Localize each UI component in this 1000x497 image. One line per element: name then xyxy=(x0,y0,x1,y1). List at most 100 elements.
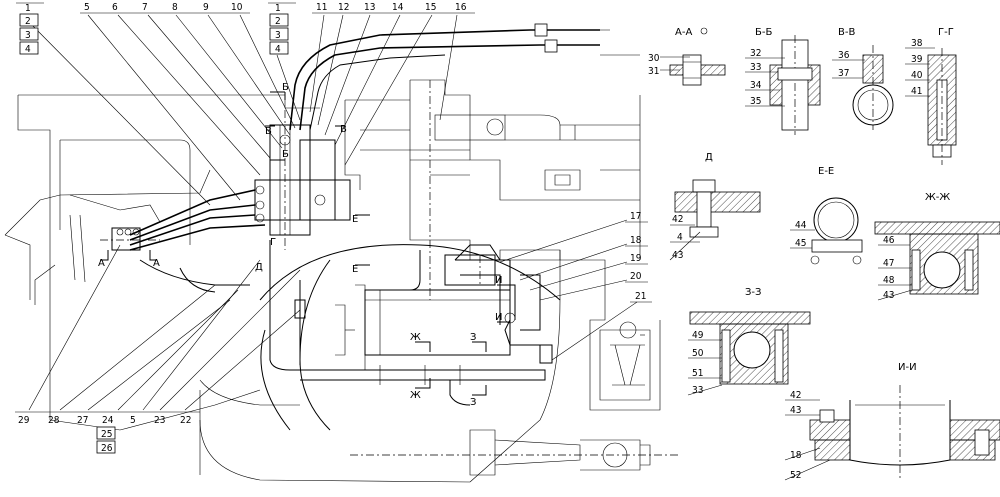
mark-i2: И xyxy=(495,312,502,323)
section-zhzh: Ж-Ж 46 47 48 43 xyxy=(874,192,1000,301)
section-gg-title: Г-Г xyxy=(938,27,954,38)
section-gg-label-41: 41 xyxy=(911,86,922,97)
section-vv-label-37: 37 xyxy=(838,68,849,79)
callout-24: 24 xyxy=(102,415,114,426)
section-d: Д 42 4 43 xyxy=(669,152,761,261)
callout-18: 18 xyxy=(630,235,642,246)
callout-28: 28 xyxy=(48,415,60,426)
section-d-label-42: 42 xyxy=(672,214,683,225)
callout-5b: 5 xyxy=(130,415,136,426)
section-zhzh-label-43b: 43 xyxy=(883,290,894,301)
section-ii-title: И-И xyxy=(898,362,917,373)
callout-9: 9 xyxy=(203,2,209,13)
callout-1b: 1 xyxy=(275,3,281,14)
callouts-right: 17 18 19 20 21 xyxy=(625,211,652,303)
callout-3b: 3 xyxy=(275,30,281,41)
section-vv: В-В 36 37 xyxy=(832,27,894,130)
mark-b2: Б xyxy=(282,149,289,160)
mark-a2: А xyxy=(153,258,160,269)
section-ee-label-45: 45 xyxy=(795,238,806,249)
section-bb-label-33: 33 xyxy=(750,62,761,73)
mark-zh1: Ж xyxy=(410,332,421,343)
section-zhzh-label-47: 47 xyxy=(883,258,894,269)
callout-10: 10 xyxy=(231,2,243,13)
section-d-label-43: 43 xyxy=(672,250,683,261)
callout-14: 14 xyxy=(392,2,404,13)
section-ii: И-И 42 43 18 52 xyxy=(784,362,1000,481)
callout-21: 21 xyxy=(635,291,646,302)
section-gg-label-40: 40 xyxy=(911,70,923,81)
section-aa: А-А 30 31 xyxy=(648,27,726,86)
section-ii-label-52: 52 xyxy=(790,470,801,481)
mark-zh2: Ж xyxy=(410,390,421,401)
section-d-title: Д xyxy=(705,152,713,163)
section-bb-label-35: 35 xyxy=(750,96,761,107)
section-bb-label-34: 34 xyxy=(750,80,762,91)
section-zz-label-50: 50 xyxy=(692,348,704,359)
section-bb-label-32: 32 xyxy=(750,48,761,59)
section-zz-label-33b: 33 xyxy=(692,385,703,396)
callout-2b: 2 xyxy=(275,16,281,27)
callout-26: 26 xyxy=(101,443,113,454)
section-ii-label-42: 42 xyxy=(790,390,801,401)
callouts-top-right: 11 12 13 14 15 16 xyxy=(312,2,475,14)
callout-4: 4 xyxy=(25,44,31,55)
section-zhzh-label-46: 46 xyxy=(883,235,895,246)
callout-5: 5 xyxy=(84,2,90,13)
callouts-top: 5 6 7 8 9 10 xyxy=(80,2,250,14)
section-d-label-4: 4 xyxy=(677,232,683,243)
section-gg-label-39: 39 xyxy=(911,54,923,65)
section-bb: Б-Б 32 33 34 35 xyxy=(745,27,821,135)
mark-z2: З xyxy=(470,397,476,408)
callout-group-top2: 1 2 3 4 xyxy=(268,2,296,55)
section-gg-label-38: 38 xyxy=(911,38,923,49)
section-vv-label-36: 36 xyxy=(838,50,850,61)
callout-2: 2 xyxy=(25,16,31,27)
callout-25: 25 xyxy=(101,429,112,440)
section-vv-title: В-В xyxy=(838,27,855,38)
main-assembly xyxy=(4,23,680,483)
callout-22: 22 xyxy=(180,415,191,426)
callout-8: 8 xyxy=(172,2,178,13)
callout-7: 7 xyxy=(142,2,148,13)
section-aa-label-31: 31 xyxy=(648,66,659,77)
callout-6: 6 xyxy=(112,2,118,13)
callout-11: 11 xyxy=(316,2,327,13)
section-zz-title: З-З xyxy=(745,287,761,298)
section-ii-label-43: 43 xyxy=(790,405,801,416)
section-bb-title: Б-Б xyxy=(755,27,772,38)
callout-29: 29 xyxy=(18,415,30,426)
mark-e1: Е xyxy=(352,214,358,225)
leader-lines xyxy=(28,14,638,411)
mark-i1: И xyxy=(495,275,502,286)
callout-12: 12 xyxy=(338,2,349,13)
section-zz-label-51: 51 xyxy=(692,368,703,379)
section-zhzh-label-48: 48 xyxy=(883,275,895,286)
mark-v2: В xyxy=(340,124,347,135)
mark-e2: Е xyxy=(352,264,358,275)
mark-z1: З xyxy=(470,332,476,343)
callout-16: 16 xyxy=(455,2,467,13)
callout-27: 27 xyxy=(77,415,88,426)
mark-a1: А xyxy=(98,258,105,269)
callout-20: 20 xyxy=(630,271,642,282)
mark-d: Д xyxy=(255,262,263,273)
section-aa-title: А-А xyxy=(675,27,692,38)
mark-v1: В xyxy=(265,126,272,137)
section-ee: Е-Е 44 45 xyxy=(790,166,863,265)
section-ee-title: Е-Е xyxy=(818,166,834,177)
section-aa-label-30: 30 xyxy=(648,53,660,64)
callout-13: 13 xyxy=(364,2,375,13)
section-ii-label-18: 18 xyxy=(790,450,802,461)
callout-group-left: 1 2 3 4 xyxy=(16,2,44,55)
callout-1: 1 xyxy=(25,3,31,14)
section-ee-label-44: 44 xyxy=(795,220,807,231)
callout-19: 19 xyxy=(630,253,642,264)
callout-3: 3 xyxy=(25,30,31,41)
mark-b1: Б xyxy=(282,82,289,93)
callouts-bottom: 29 28 27 24 5 23 22 25 26 xyxy=(15,411,200,454)
section-gg: Г-Г 38 39 40 41 xyxy=(905,27,957,165)
callout-23: 23 xyxy=(154,415,165,426)
